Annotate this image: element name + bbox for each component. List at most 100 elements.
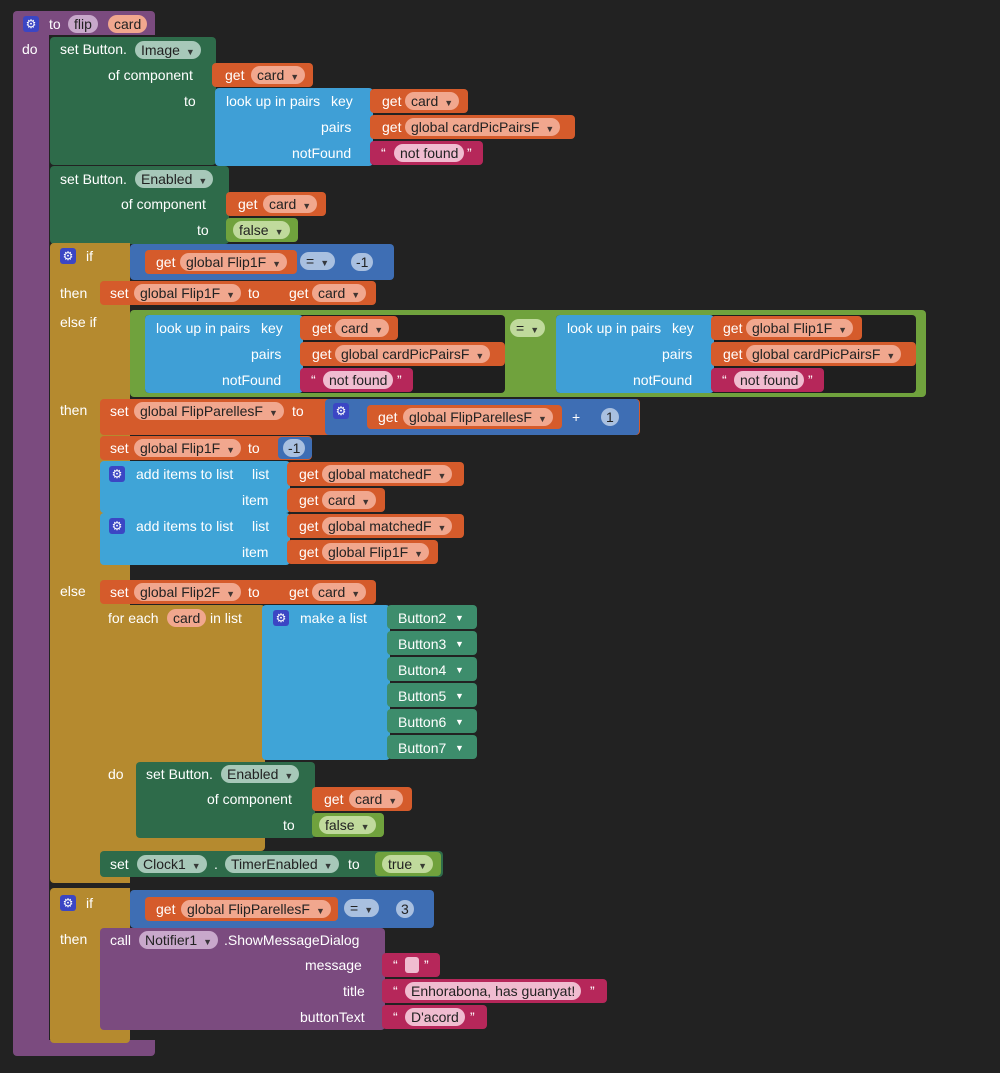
get-label: get [156,254,176,270]
gear-icon[interactable]: ⚙ [273,610,289,626]
var-dropdown-card[interactable]: card▼ [322,491,377,509]
get-label: get [723,346,743,362]
to-label: to [197,222,209,238]
add-items-to-list-block[interactable] [100,513,290,565]
component-block-button6[interactable] [387,709,477,733]
chevron-down-icon[interactable]: ▼ [455,639,464,649]
notfound-label: notFound [292,145,352,161]
chevron-down-icon[interactable]: ▼ [455,665,464,675]
var-dropdown-flip1[interactable]: global Flip1F▼ [134,284,242,302]
operator-dropdown-eq[interactable]: =▼ [344,899,380,917]
var-dropdown-flip2[interactable]: global Flip2F▼ [134,583,242,601]
look-up-in-pairs-block[interactable] [215,88,373,166]
chevron-down-icon[interactable]: ▼ [455,691,464,701]
var-dropdown-matched[interactable]: global matchedF▼ [322,517,453,535]
loop-var-card[interactable]: card [167,609,207,627]
component-block-button2[interactable] [387,605,477,629]
open-quote: “ [393,1009,398,1025]
chevron-down-icon: ▼ [364,905,374,915]
make-a-list-block[interactable] [262,605,390,760]
component-block-button3[interactable] [387,631,477,655]
var-dropdown-matched[interactable]: global matchedF▼ [322,465,453,483]
component-block-button7[interactable] [387,735,477,759]
text-field-not-found[interactable]: not found [323,371,394,389]
chevron-down-icon: ▼ [226,589,236,599]
procedure-param-card[interactable]: card [108,15,148,33]
text-field-not-found[interactable]: not found [734,371,805,389]
var-dropdown-cardpicpairs[interactable]: global cardPicPairsF▼ [405,118,561,136]
number-field-one[interactable]: 1 [601,408,619,426]
get-label: get [299,466,319,482]
logic-dropdown-false[interactable]: false▼ [233,221,290,239]
to-label: to [283,817,295,833]
chevron-down-icon: ▼ [274,227,284,237]
var-dropdown-card[interactable]: card▼ [335,319,390,337]
gear-icon[interactable]: ⚙ [23,16,39,32]
component-dropdown-notifier1[interactable]: Notifier1▼ [139,931,219,949]
to-label: to [248,285,260,301]
number-field-minus-one[interactable]: -1 [283,439,306,457]
operator-dropdown-eq[interactable]: =▼ [510,319,546,337]
look-up-in-pairs-block[interactable] [556,315,714,393]
property-dropdown-enabled[interactable]: Enabled▼ [221,765,300,783]
pairs-label: pairs [321,119,352,135]
var-dropdown-card[interactable]: card▼ [263,195,318,213]
set-button-label: set Button. [146,766,213,782]
add-items-to-list-block[interactable] [100,461,290,513]
var-dropdown-flip1[interactable]: global Flip1F▼ [746,319,854,337]
number-field-three[interactable]: 3 [396,900,414,918]
gear-icon[interactable]: ⚙ [109,466,125,482]
component-block-button5[interactable] [387,683,477,707]
component-label: Button2 [398,610,447,626]
operator-dropdown-eq[interactable]: =▼ [300,252,336,270]
var-dropdown-flipparelles[interactable]: global FlipParellesF▼ [181,900,331,918]
gear-icon[interactable]: ⚙ [60,895,76,911]
set-label: set [110,285,129,301]
number-field-minus-one[interactable]: -1 [351,253,374,271]
title-label: title [343,983,365,999]
var-dropdown-flipparelles[interactable]: global FlipParellesF▼ [403,408,553,426]
var-dropdown-flip1[interactable]: global Flip1F▼ [322,543,430,561]
item-label: item [242,544,269,560]
notfound-label: notFound [222,372,282,388]
var-dropdown-card[interactable]: card▼ [251,66,306,84]
text-field-message-empty[interactable] [405,957,419,973]
chevron-down-icon: ▼ [302,201,312,211]
text-field-title[interactable]: Enhorabona, has guanyat! [405,982,582,1000]
var-dropdown-flipparelles[interactable]: global FlipParellesF▼ [134,402,284,420]
procedure-bottom [13,1040,155,1056]
logic-dropdown-false[interactable]: false▼ [319,816,376,834]
var-dropdown-card[interactable]: card▼ [405,92,460,110]
get-label: get [723,320,743,336]
property-dropdown-enabled[interactable]: Enabled▼ [135,170,214,188]
chevron-down-icon[interactable]: ▼ [455,613,464,623]
chevron-down-icon: ▼ [185,47,195,57]
var-dropdown-card[interactable]: card▼ [349,790,404,808]
var-dropdown-cardpicpairs[interactable]: global cardPicPairsF▼ [746,345,902,363]
var-dropdown-cardpicpairs[interactable]: global cardPicPairsF▼ [335,345,491,363]
gear-icon[interactable]: ⚙ [333,403,349,419]
close-quote: ” [424,957,429,973]
var-dropdown-flip1[interactable]: global Flip1F▼ [180,253,288,271]
property-dropdown-timerenabled[interactable]: TimerEnabled▼ [225,855,339,873]
property-dropdown-image[interactable]: Image▼ [135,41,201,59]
component-dropdown-clock1[interactable]: Clock1▼ [137,855,207,873]
logic-dropdown-true[interactable]: true▼ [382,855,434,873]
var-dropdown-flip1[interactable]: global Flip1F▼ [134,439,242,457]
text-field-buttontext[interactable]: D'acord [405,1008,465,1026]
close-quote: ” [590,983,595,999]
chevron-down-icon[interactable]: ▼ [455,717,464,727]
var-dropdown-card[interactable]: card▼ [312,583,367,601]
look-up-in-pairs-block[interactable] [145,315,303,393]
gear-icon[interactable]: ⚙ [109,518,125,534]
gear-icon[interactable]: ⚙ [60,248,76,264]
component-block-button4[interactable] [387,657,477,681]
message-label: message [305,957,362,973]
to-label: to [348,856,360,872]
procedure-name-field[interactable]: flip [68,15,98,33]
text-field-not-found[interactable]: not found [394,144,465,162]
chevron-down-icon[interactable]: ▼ [455,743,464,753]
var-dropdown-card[interactable]: card▼ [312,284,367,302]
get-label: get [382,93,402,109]
get-label: get [289,584,309,600]
